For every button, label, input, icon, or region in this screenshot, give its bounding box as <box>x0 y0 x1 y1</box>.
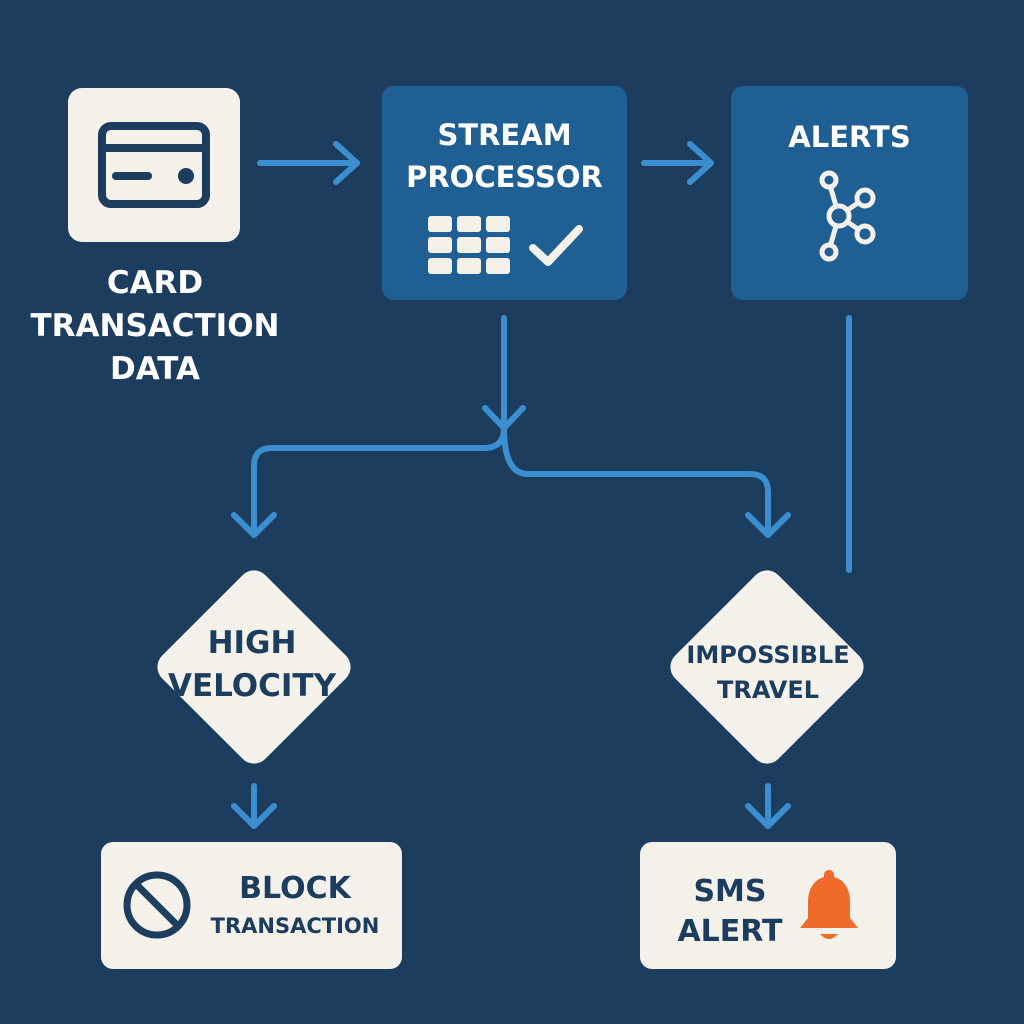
connector-to-high-velocity <box>231 425 507 538</box>
checkmark-icon <box>529 225 583 266</box>
bell-icon <box>800 870 858 939</box>
high-velocity-label: HIGH VELOCITY <box>167 625 337 704</box>
sms-alert-label: SMS ALERT <box>677 874 783 949</box>
arrow-processor-to-alerts <box>641 141 714 185</box>
stream-processor-label: STREAM PROCESSOR <box>406 118 603 194</box>
alerts-node: ALERTS <box>731 86 968 300</box>
alerts-label: ALERTS <box>788 120 911 154</box>
prohibited-icon <box>123 871 191 939</box>
card-transaction-node <box>68 88 240 242</box>
arrow-processor-down <box>482 315 526 431</box>
card-transaction-label: CARD TRANSACTION DATA <box>30 265 280 387</box>
arrow-source-to-processor <box>257 141 360 185</box>
credit-card-icon <box>98 122 210 208</box>
grid-icon <box>428 216 510 274</box>
block-title: BLOCK <box>239 871 351 906</box>
sms-alert-node: SMS ALERT <box>640 842 896 969</box>
block-subtitle: TRANSACTION <box>210 914 380 938</box>
arrow-high-velocity-to-block <box>231 783 277 829</box>
block-transaction-node: BLOCK TRANSACTION <box>101 842 402 969</box>
network-graph-icon <box>819 170 876 262</box>
impossible-travel-label: IMPOSSIBLE TRAVEL <box>686 641 850 704</box>
decision-high-velocity <box>157 570 351 764</box>
decision-impossible-travel <box>670 570 864 764</box>
stream-processor-node: STREAM PROCESSOR <box>382 86 627 300</box>
arrow-travel-to-sms <box>745 783 791 829</box>
connector-to-impossible-travel <box>501 425 791 538</box>
